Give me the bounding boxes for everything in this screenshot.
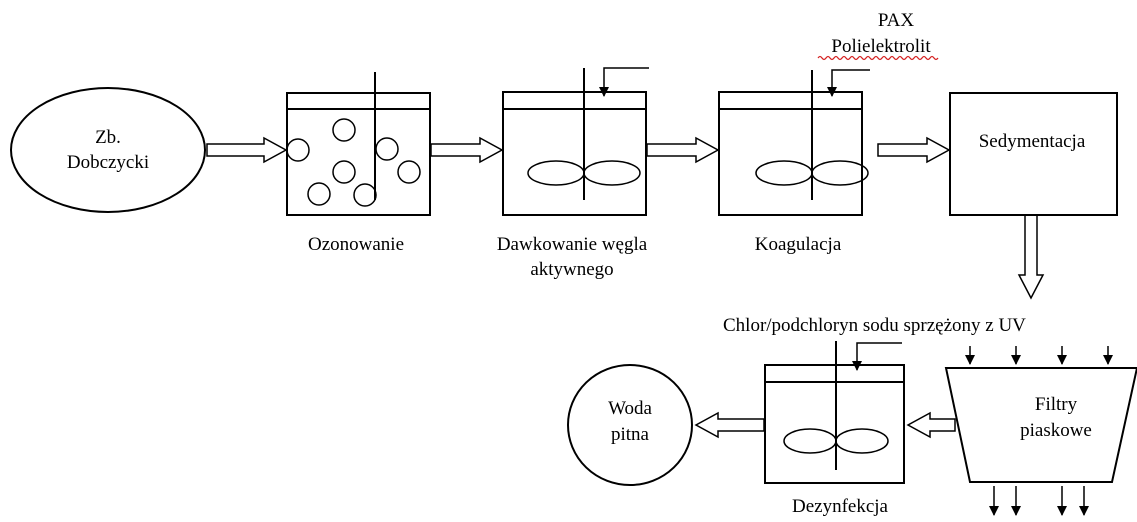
product-label-line1: Woda	[608, 398, 652, 419]
coagulant-dosing-arrow	[827, 69, 870, 97]
flow-arrow-source-ozonation	[206, 136, 288, 164]
disinfection-label: Dezynfekcja	[792, 496, 889, 517]
flow-arrow-filters-disinfection	[906, 411, 956, 439]
pax-label: PAX	[878, 10, 915, 31]
filters-label-line1: Filtry	[1035, 394, 1078, 415]
sedimentation-tank: Sedymentacja	[949, 92, 1118, 216]
chlorine-dosing-arrow	[852, 342, 902, 371]
carbon-dosing-tank	[502, 67, 649, 216]
spellcheck-underline	[817, 55, 939, 61]
source-label-line2: Dobczycki	[67, 152, 149, 173]
source-reservoir: Zb. Dobczycki	[10, 87, 206, 213]
chlorine-label: Chlor/podchloryn sodu sprzężony z UV	[723, 315, 1026, 336]
filters-label-line2: piaskowe	[1020, 420, 1092, 441]
sand-filters: Filtry piaskowe	[944, 346, 1137, 516]
ozonation-label: Ozonowanie	[308, 234, 404, 255]
flow-arrow-ozonation-carbon	[430, 136, 504, 164]
polyelectrolyte-label: Polielektrolit	[831, 36, 931, 57]
drinking-water: Woda pitna	[567, 364, 693, 486]
carbon-label-line1: Dawkowanie węgla	[497, 234, 648, 255]
mixer-blade-right	[835, 428, 889, 454]
source-label-line1: Zb.	[95, 127, 121, 148]
ozone-bubbles	[286, 118, 421, 207]
filter-outlet-arrows	[989, 486, 1089, 516]
mixer-blade-right	[811, 160, 869, 186]
carbon-dosing-arrow	[599, 67, 649, 97]
mixer-blade-right	[583, 160, 641, 186]
flow-arrow-sedimentation-filters	[1017, 214, 1045, 300]
coagulation-tank	[718, 69, 870, 216]
product-label-line2: pitna	[611, 424, 650, 445]
carbon-label-line2: aktywnego	[530, 259, 613, 280]
disinfection-tank	[764, 341, 905, 484]
ozonation-tank	[286, 72, 431, 216]
flow-arrow-disinfection-product	[694, 411, 765, 439]
flow-arrow-coagulation-sedimentation	[877, 136, 951, 164]
flow-arrow-carbon-coagulation	[646, 136, 720, 164]
filter-inlet-arrows	[965, 346, 1113, 365]
sedimentation-label: Sedymentacja	[979, 131, 1086, 152]
coagulation-label: Koagulacja	[755, 234, 842, 255]
